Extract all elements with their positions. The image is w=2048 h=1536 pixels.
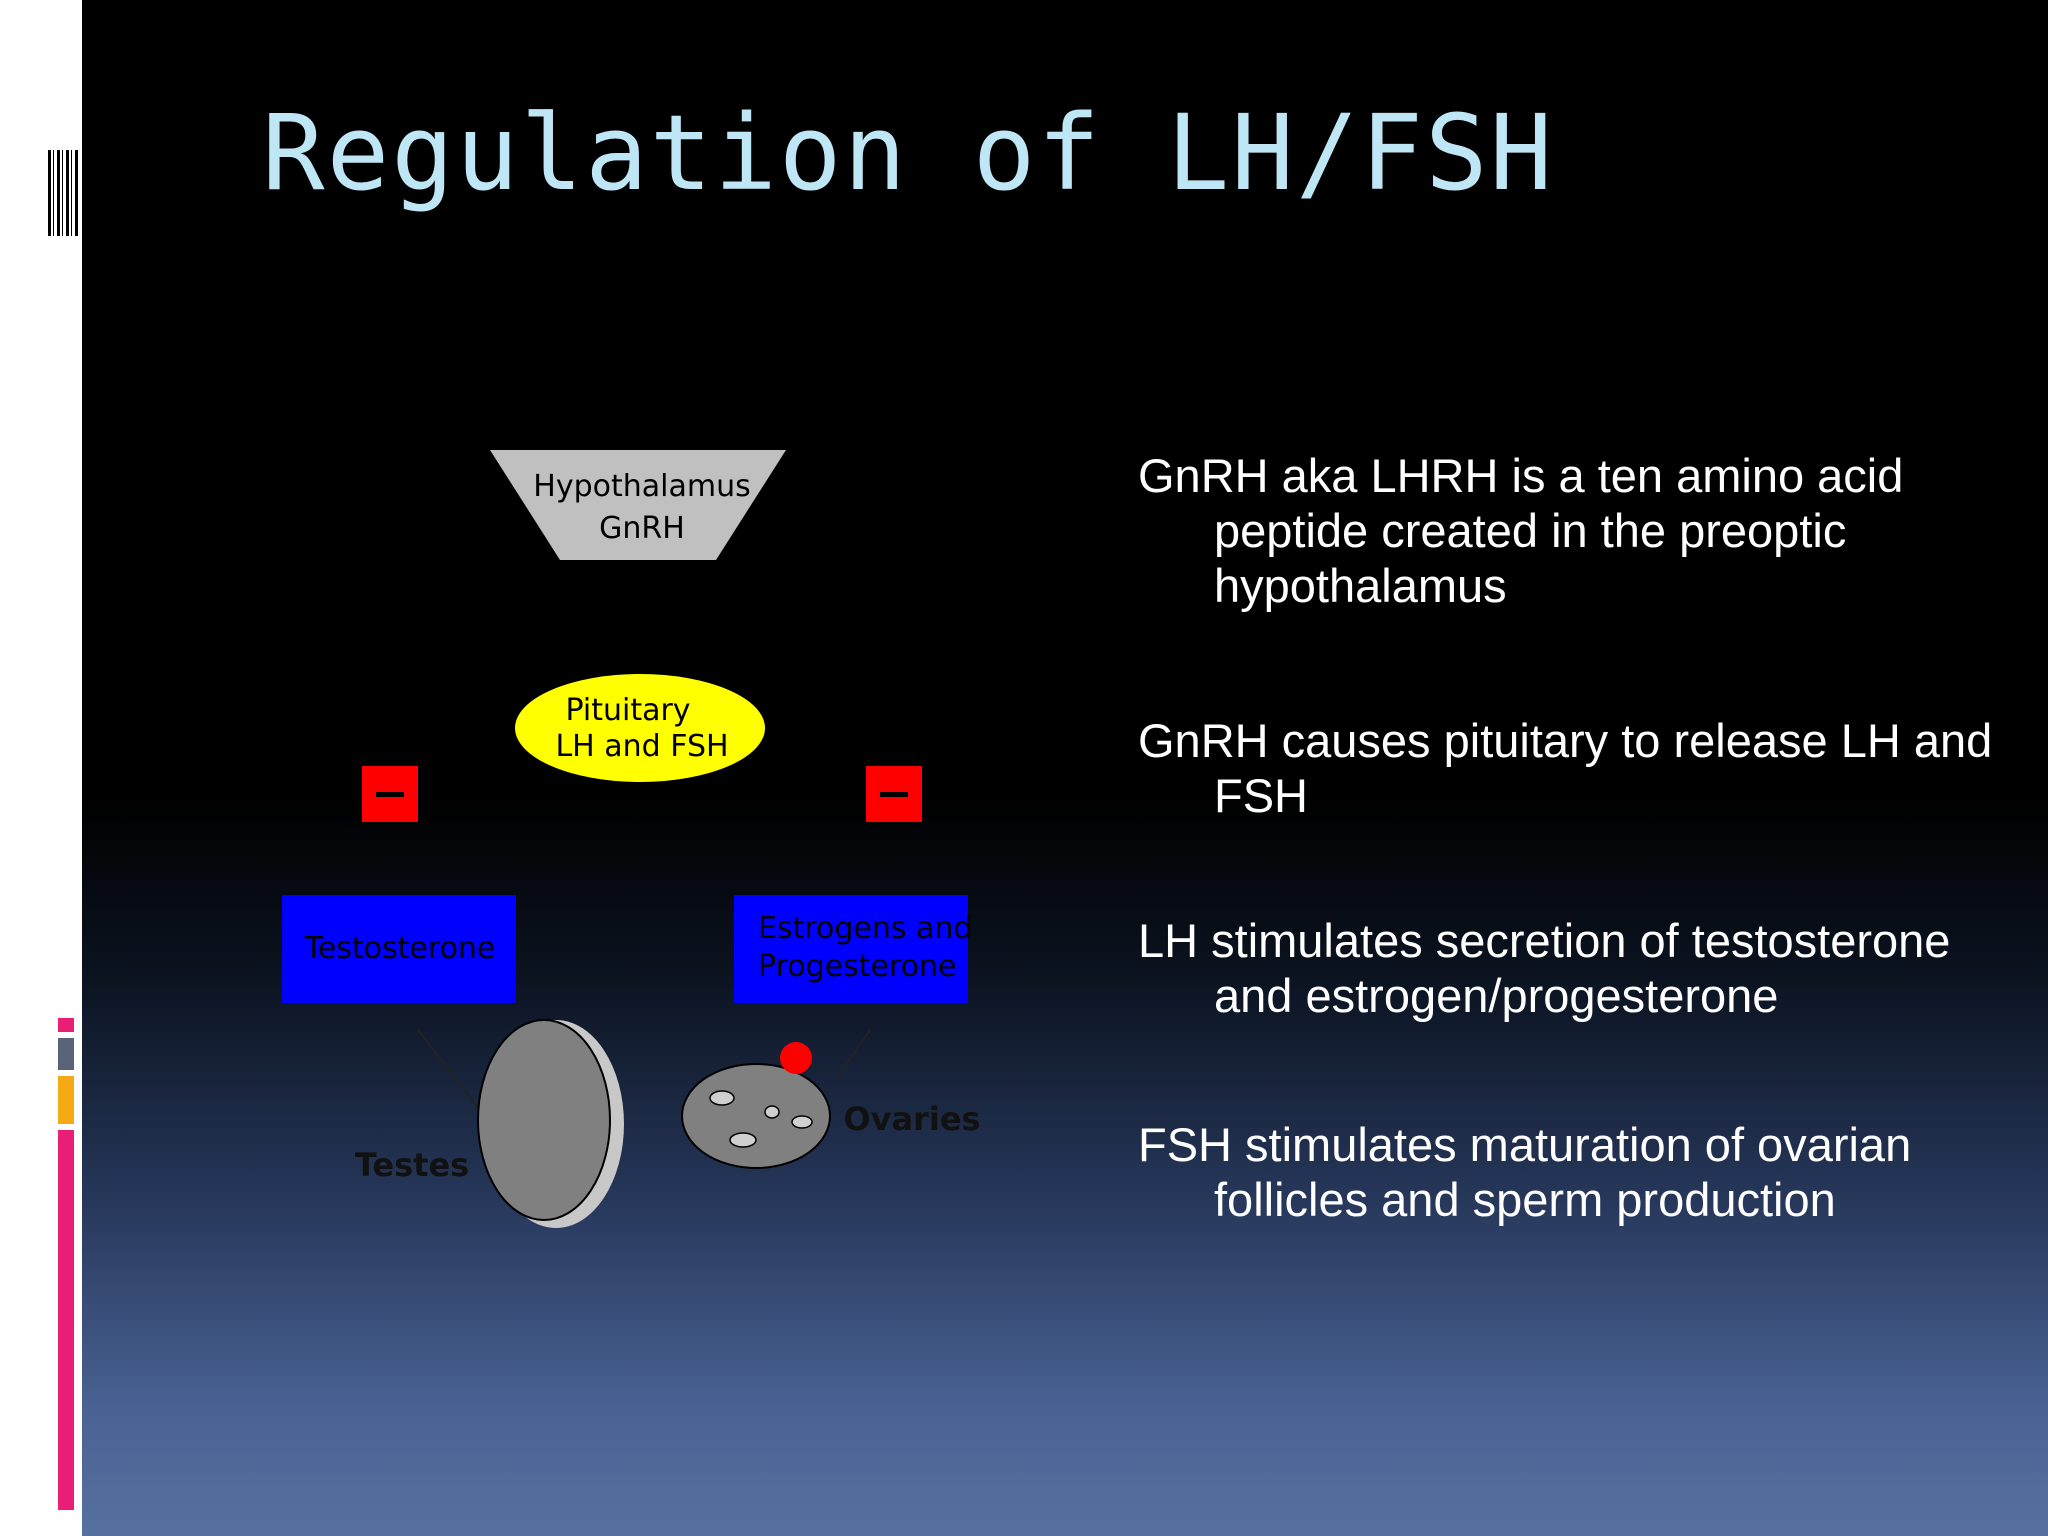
follicle: [729, 1132, 757, 1148]
ovaries-label: Ovaries: [843, 1100, 980, 1138]
follicle: [709, 1090, 735, 1106]
testes-shape: [477, 1019, 611, 1221]
ovaries-illustration: Ovaries: [681, 1042, 981, 1169]
hypothalamus-shape: [490, 450, 786, 560]
testosterone-label: Testosterone: [304, 931, 496, 966]
estrogens-box: [734, 895, 968, 1003]
accent-bar-orange: [58, 1076, 74, 1124]
estrogens-label: Estrogens and: [758, 911, 973, 946]
ovaries-connector: [834, 1029, 871, 1081]
ovulation-dot: [780, 1042, 812, 1074]
testes-connector: [417, 1029, 481, 1111]
testes-illustration: Testes: [355, 1019, 624, 1228]
hormone-regulation-diagram: Hypothalamus GnRH Pituitary LH and FSH T…: [282, 450, 981, 1228]
pituitary-hormone-label: LH and FSH: [555, 729, 728, 764]
follicle: [791, 1115, 813, 1129]
bullet-item: GnRH aka LHRH is a ten amino acid peptid…: [1138, 449, 1904, 612]
hypothalamus-hormone-label: GnRH: [599, 511, 685, 546]
pituitary-node: Pituitary LH and FSH: [515, 674, 765, 782]
bullet-item: LH stimulates secretion of testosterone …: [1138, 914, 1951, 1022]
testosterone-box: [282, 895, 516, 1003]
bullet-item: FSH stimulates maturation of ovarian fol…: [1138, 1118, 1912, 1226]
ovary-shape: [681, 1063, 831, 1169]
follicle: [764, 1105, 780, 1119]
inhibit-marker-right: [866, 766, 922, 822]
barcode-decoration: [48, 150, 80, 236]
estrogens-node: Estrogens and Progesterone: [734, 895, 973, 1003]
testosterone-node: Testosterone: [282, 895, 516, 1003]
minus-icon: [376, 792, 404, 797]
pituitary-shape: [515, 674, 765, 782]
hypothalamus-node: Hypothalamus GnRH: [490, 450, 786, 560]
left-margin-strip: [0, 0, 82, 1536]
accent-bar-pink-top: [58, 1018, 74, 1032]
progesterone-label: Progesterone: [758, 949, 956, 984]
minus-icon: [880, 792, 908, 797]
accent-bar-pink: [58, 1130, 74, 1510]
hypothalamus-label: Hypothalamus: [533, 469, 750, 504]
slide-title: Regulation of LH/FSH: [262, 92, 1555, 214]
inhibit-marker-left: [362, 766, 418, 822]
accent-bar-gray: [58, 1038, 74, 1070]
bullet-list: GnRH aka LHRH is a ten amino acid peptid…: [1138, 448, 2018, 1327]
pituitary-label: Pituitary: [565, 693, 690, 728]
bullet-item: GnRH causes pituitary to release LH and …: [1138, 714, 1993, 822]
testes-label: Testes: [355, 1146, 469, 1184]
